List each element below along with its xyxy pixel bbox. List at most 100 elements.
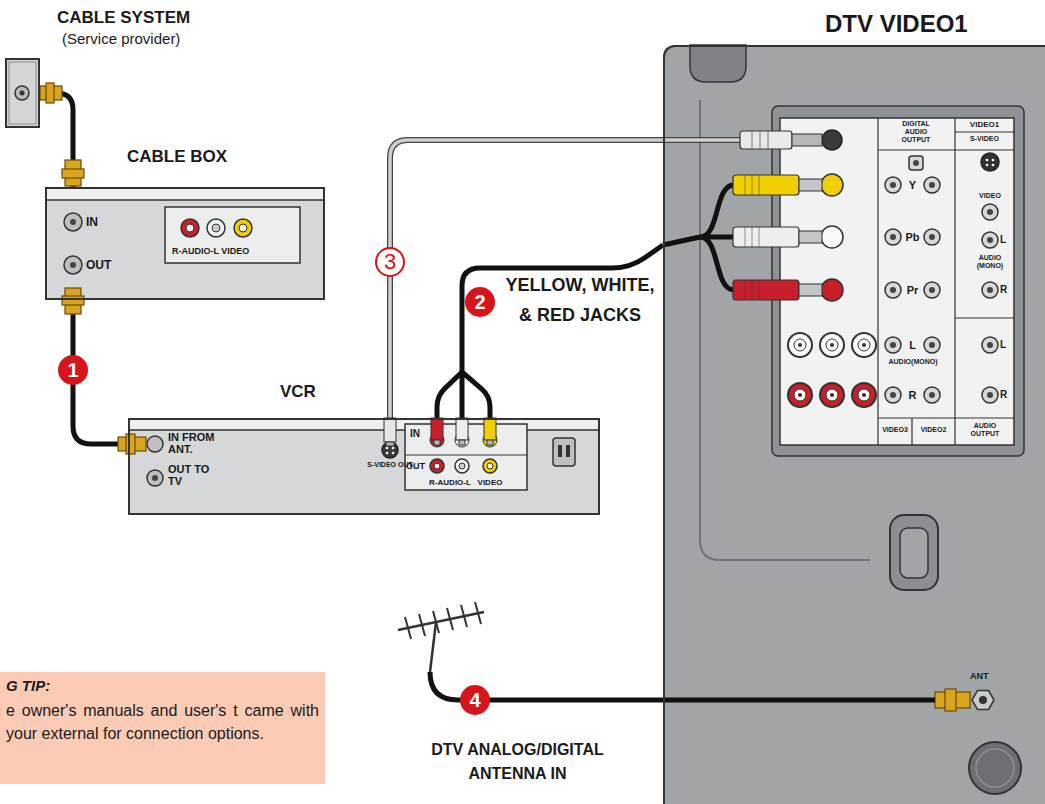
antenna [398,602,484,672]
rca-cable [752,227,753,247]
antenna [398,612,484,630]
s-video-plug [792,134,822,146]
tv-jack [826,389,838,401]
panel-divider [955,131,1014,132]
text-slot: OUT [86,258,111,272]
tv-jack [890,234,896,240]
callout-number: 3 [375,247,405,277]
vcr-body [152,475,158,481]
tv-jack [929,342,935,348]
antenna [447,608,453,630]
panel-label: VIDEO1 [955,120,1014,129]
tv-jack [913,160,919,166]
rca-plug [431,418,443,440]
tv-jack [924,387,940,403]
vcr-body [459,463,465,469]
jack-label: Pb [902,231,923,244]
jack-label: L [1000,339,1006,350]
panel-divider [911,418,912,445]
tv-jack [890,182,896,188]
cable-box-body [70,219,76,225]
tv-jack [986,159,989,162]
tv-jack [986,164,989,167]
cable-box: CABLE BOX [45,187,325,300]
text-slot: VIDEO1 [955,120,1014,129]
tv-jack [987,287,993,293]
rca-cable [745,175,759,300]
rca-cable [733,280,799,300]
port-label: OUT TO TV [168,463,220,487]
tv-jack [821,226,843,248]
text-slot: S-VIDEO [955,135,1014,143]
tv-housing [890,515,938,590]
f-connector [62,169,84,178]
tv-jack [830,393,834,397]
wall-plate [20,91,25,96]
tv-jack [987,342,993,348]
text-slot: 3 [375,247,405,277]
panel-divider [878,118,1014,445]
tv-jack [987,237,993,243]
antenna [405,617,411,639]
antenna-cable [430,672,935,700]
jack-label: R [1000,389,1007,400]
antenna [430,622,436,672]
antenna-cable [972,691,994,710]
tv-jack [885,229,901,245]
text-slot: R-AUDIO-L [425,478,475,487]
vcr-body [455,459,469,473]
text-slot: 2 [465,287,495,317]
rca-cable [752,175,753,195]
text-slot: IN [86,215,98,229]
rca-cable [759,280,760,300]
text-slot: DTV ANALOG/DIGITAL ANTENNA IN [420,738,615,786]
tv-jack [992,164,995,167]
callout-number: 1 [58,355,88,385]
wall-outlet: CABLE SYSTEM(Service provider) [5,58,40,128]
jack-row-label: IN [410,428,420,439]
text-slot: CABLE BOX [127,147,227,167]
text-slot: OUT TO TV [168,463,220,487]
rca-cable [799,284,822,296]
s-video-plug [663,137,742,143]
rca-plug [487,440,493,445]
panel-label: AUDIO OUTPUT [965,422,1005,438]
cable-box-body [45,199,325,201]
tv-jack [830,343,834,347]
tv-jack [885,177,901,193]
tv-jack [862,393,866,397]
cable-box-body [70,262,76,268]
tv-housing [900,528,928,578]
tv-jack [929,287,935,293]
vcr-body [487,463,493,469]
antenna-cable [979,696,987,704]
rca-cable [663,185,734,290]
tv-housing [663,45,1045,804]
cable-line [390,140,663,418]
cable-box-body [234,219,252,237]
cable-connector [437,245,663,418]
s-video-plug [386,442,394,446]
text-slot: AUDIO(MONO) [884,358,942,366]
tv-jack [924,229,940,245]
tip-box: G TIP:e owner's manuals and user's t cam… [0,672,325,784]
jack-label: Y [902,179,923,192]
text-slot: YELLOW, WHITE, & RED JACKS [505,270,655,330]
text-slot: R [1000,284,1007,295]
rca-plug [459,440,465,445]
tv-jack [794,339,806,351]
device-heading: VCR [280,382,316,402]
f-connector [46,83,54,103]
vcr-body [483,459,497,473]
port-label: IN [86,215,98,229]
panel-divider [954,118,955,445]
jack-label: R-AUDIO-L [425,478,475,487]
jack-label: VIDEO [475,478,505,487]
rca-cable [745,280,746,300]
jack-row-label: OUT [406,461,425,471]
cable-box-body [212,224,220,232]
panel-divider [878,149,1014,150]
rca-cable [663,175,822,300]
rca-cable [733,175,799,195]
